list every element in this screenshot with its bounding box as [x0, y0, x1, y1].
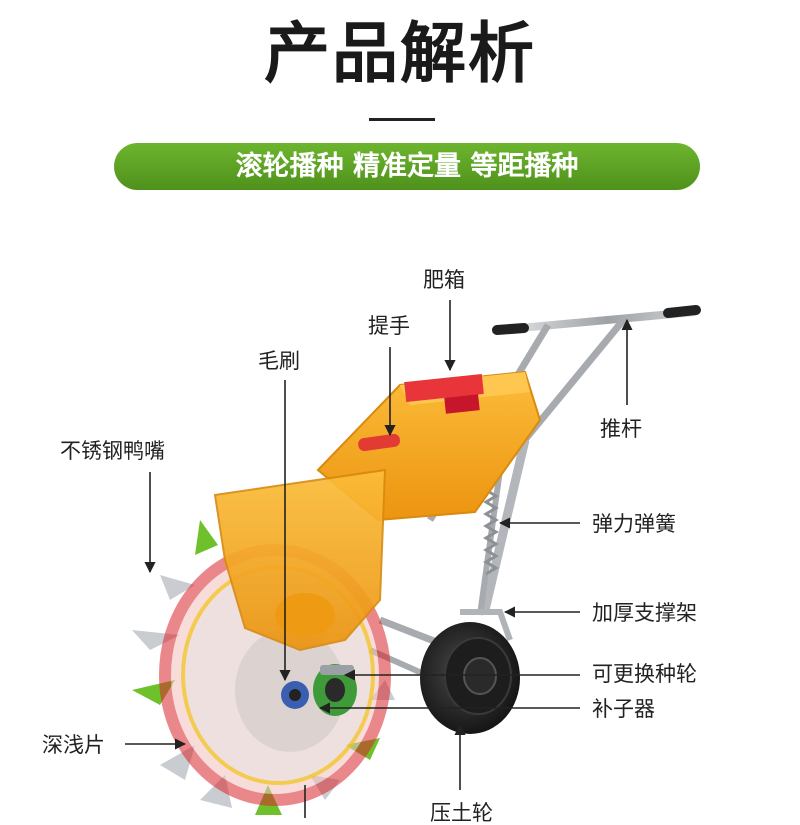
title-divider — [369, 118, 435, 121]
seed-hopper — [213, 468, 387, 652]
label-support-frame: 加厚支撑架 — [592, 601, 697, 625]
callout-arrows — [125, 300, 633, 818]
label-handle: 提手 — [368, 314, 410, 338]
spring — [483, 488, 499, 576]
page-title: 产品解析 — [264, 15, 536, 92]
label-spring: 弹力弹簧 — [592, 512, 676, 536]
label-brush: 毛刷 — [258, 349, 300, 373]
feature-banner: 滚轮播种 精准定量 等距播种 — [114, 143, 700, 190]
label-duckbill: 不锈钢鸭嘴 — [60, 439, 165, 463]
label-push-rod: 推杆 — [600, 417, 642, 441]
label-press-wheel: 压土轮 — [430, 801, 493, 825]
label-fertilizer-box: 肥箱 — [423, 268, 465, 292]
label-seed-wheel: 可更换种轮 — [592, 662, 697, 686]
label-depth-plate: 深浅片 — [42, 733, 105, 757]
press-wheel — [420, 622, 520, 734]
label-seed-filler: 补子器 — [592, 697, 655, 721]
